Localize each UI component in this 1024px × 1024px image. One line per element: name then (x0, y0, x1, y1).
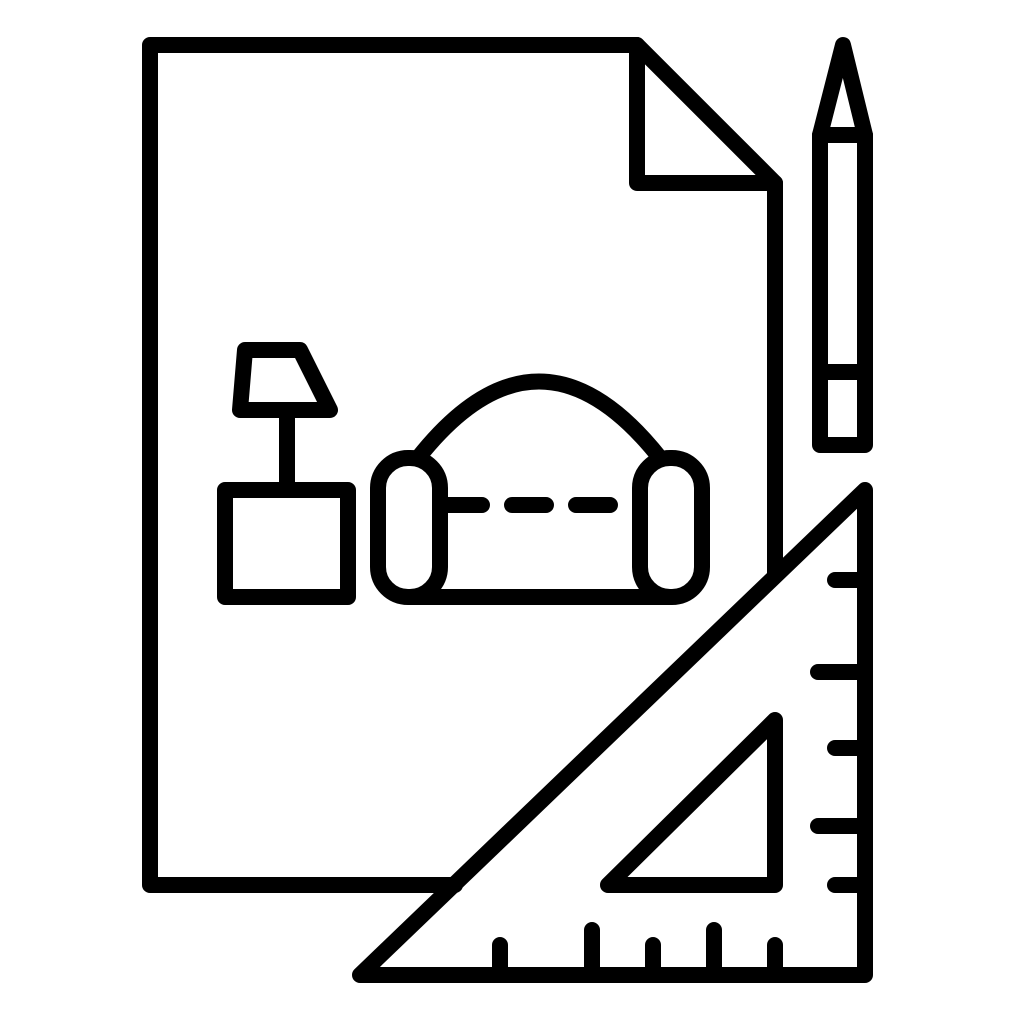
ruler-ticks (492, 572, 873, 983)
set-square-icon (352, 482, 873, 983)
lamp-icon (217, 342, 356, 605)
document-icon (142, 37, 783, 893)
side-table (217, 482, 356, 605)
page-fold (629, 37, 783, 191)
sofa-icon (370, 373, 710, 605)
pencil-icon (812, 37, 873, 453)
